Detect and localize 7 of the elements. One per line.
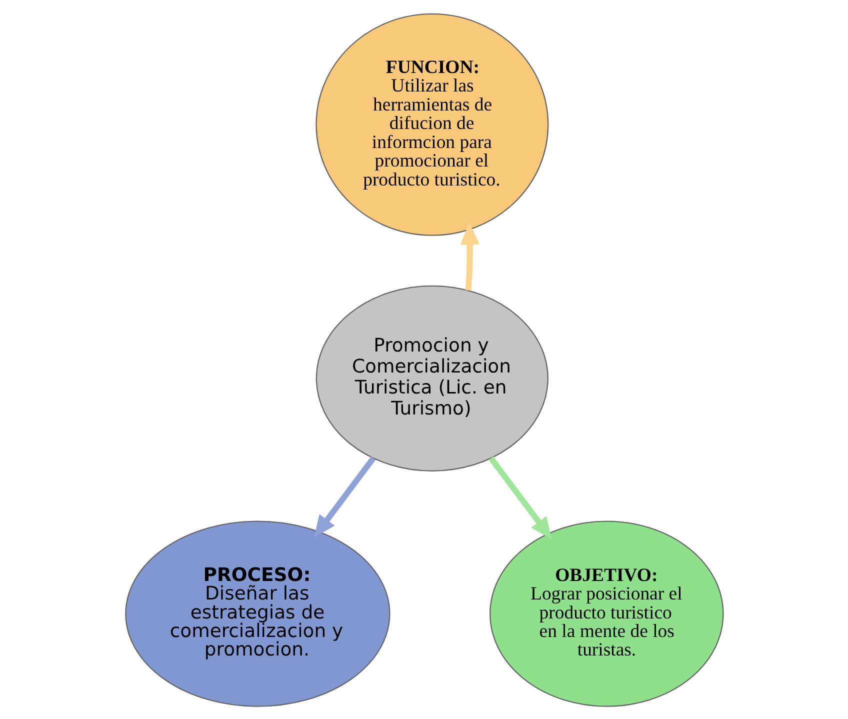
node-ellipse: OBJETIVO: Lograr posicionar el producto turistico en la mente de los turistas. (489, 520, 724, 706)
node-circle: FUNCION: Utilizar las herramientas de difucion de informcion para promocionar el producto turistico. (315, 12, 548, 236)
arrow (460, 222, 480, 290)
arrow (488, 456, 552, 539)
node-ellipse: Promocion y Comercializacion Turistica (Lic. en Turismo) (315, 284, 548, 472)
node-ellipse: PROCESO: Diseñar las estrategias de comercializacion y promocion. (124, 520, 390, 706)
arrow (313, 456, 376, 537)
